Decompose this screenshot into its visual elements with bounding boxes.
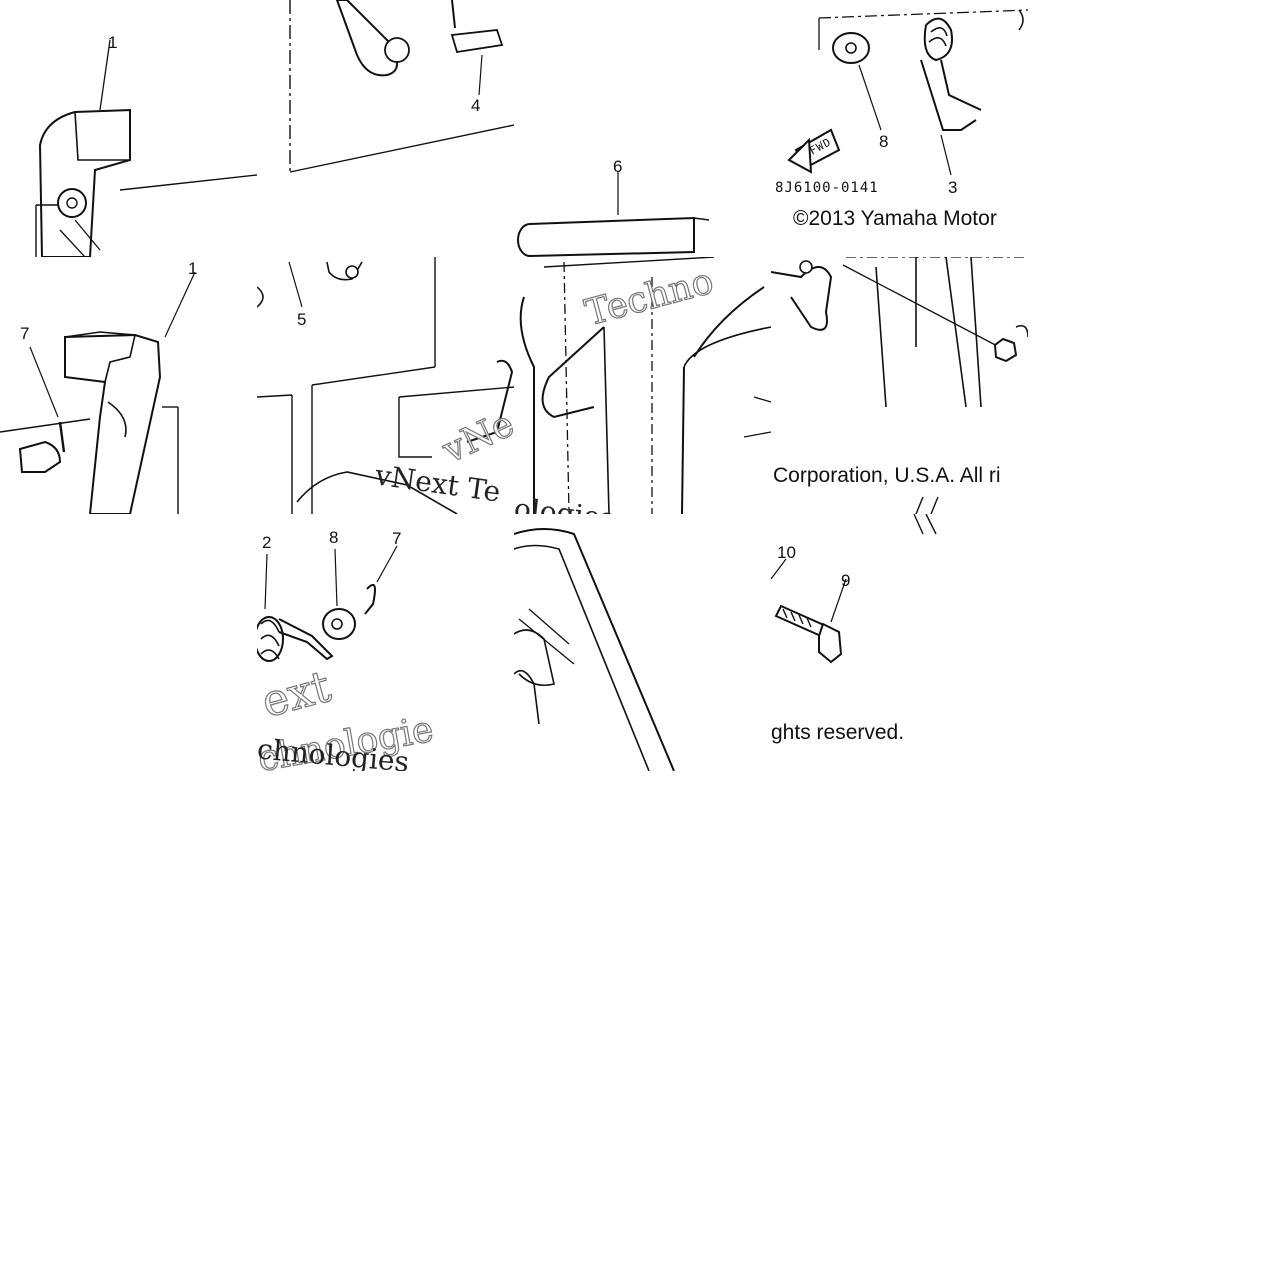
bracket-pin-drawing (289, 0, 514, 173)
tile-r2c2: 5 vNext Te vNe (257, 257, 514, 514)
callout-8: 8 (879, 132, 889, 151)
lever-arm-drawing (35, 39, 257, 257)
pedal-frame-drawing (519, 257, 771, 514)
copyright-line-2: Corporation, U.S.A. All ri (773, 464, 1001, 487)
panel-frame-drawing (514, 528, 675, 771)
bolt-drawing (771, 514, 937, 664)
spring-washer-drawing (787, 9, 1028, 176)
callout-1: 1 (108, 33, 118, 52)
tile-r2c4: Corporation, U.S.A. All ri (771, 257, 1028, 514)
frame-bracket-drawing (257, 257, 514, 514)
part-code: 8J6100-0141 (775, 180, 879, 196)
tile-r2c3: Techno ologies (514, 257, 771, 514)
tile-r2c1: 7 1 7 (0, 257, 257, 514)
callout-2: 2 (262, 533, 272, 552)
callout-6: 6 (613, 157, 623, 176)
nut-bracket-drawing (771, 257, 1028, 514)
tile-r3c4: 10 9 ghts reserved. (771, 514, 1028, 771)
tile-r3c2: 2 8 7 ext chnologie chnologies (257, 514, 514, 771)
callout-3: 3 (948, 178, 958, 197)
tile-r1c3: 6 (514, 0, 771, 257)
tile-r1c4: 8 3 FWD 8J6100-0141 ©2013 Yamaha Motor (771, 0, 1028, 257)
callout-10: 10 (777, 543, 796, 562)
shaft-drawing (517, 172, 710, 257)
callout-7: 7 (392, 529, 402, 548)
callout-4: 4 (471, 96, 481, 115)
spring-pin-drawing (257, 545, 398, 662)
tile-r1c1: 1 (0, 0, 257, 257)
tile-r3c3 (514, 514, 771, 771)
callout-5: 5 (297, 310, 307, 329)
callout-8: 8 (329, 528, 339, 547)
callout-9: 9 (841, 571, 851, 590)
callout-1: 1 (188, 259, 198, 278)
copyright-line-3: ghts reserved. (771, 721, 905, 744)
copyright-line-1: ©2013 Yamaha Motor (793, 207, 997, 230)
callout-7: 7 (20, 324, 30, 343)
lever-front-drawing (0, 271, 196, 514)
tile-r1c2: 4 (257, 0, 514, 257)
